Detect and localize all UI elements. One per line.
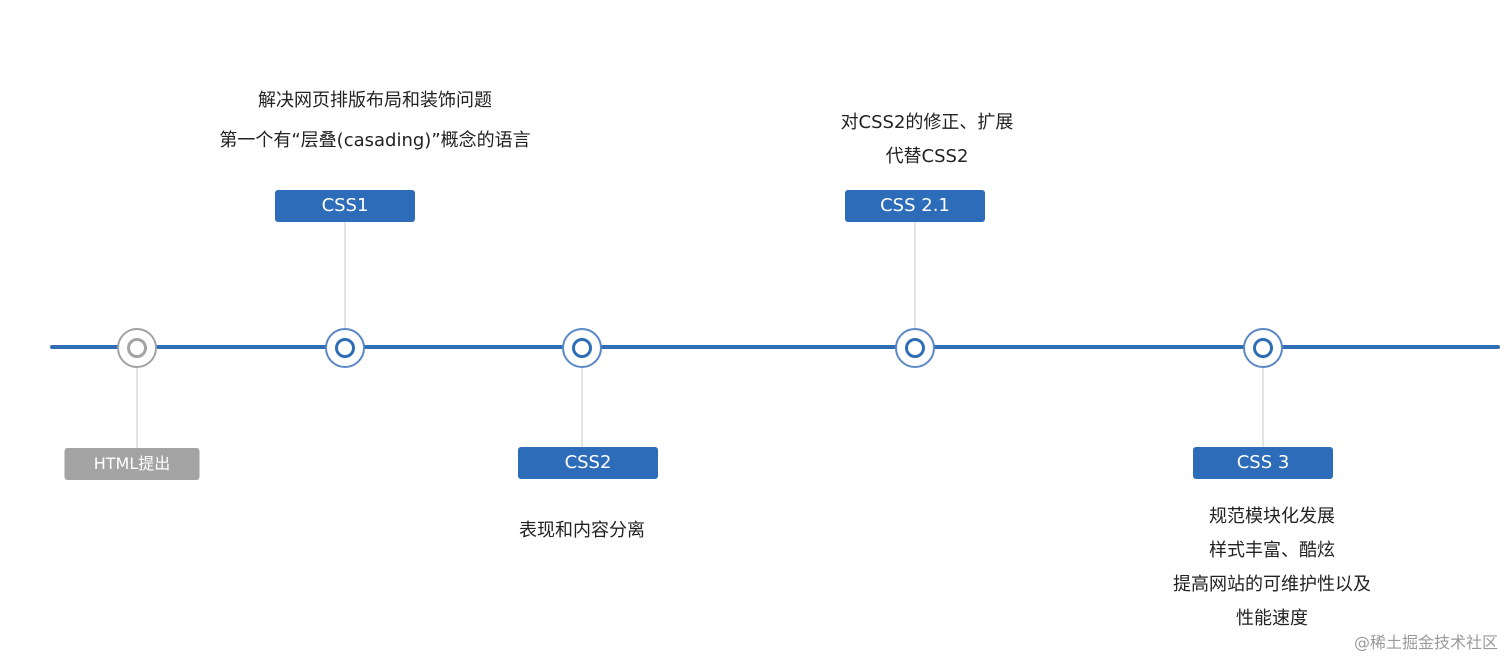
css3-description-line-4: 性能速度 — [1236, 608, 1308, 629]
timeline-axis — [50, 345, 1500, 349]
connector-css21 — [914, 222, 916, 328]
timeline-node-html-inner — [127, 338, 147, 358]
connector-html — [136, 368, 138, 448]
timeline-node-css1 — [325, 328, 365, 368]
css2-description-line-1: 表现和内容分离 — [519, 520, 645, 541]
css1-description-line-2: 第一个有“层叠(casading)”概念的语言 — [219, 130, 531, 151]
timeline-node-css3 — [1243, 328, 1283, 368]
css2-description: 表现和内容分离 — [519, 518, 645, 544]
css3-description: 规范模块化发展 样式丰富、酷炫 提高网站的可维护性以及 性能速度 — [1173, 504, 1371, 632]
milestone-label-html: HTML提出 — [64, 448, 200, 480]
timeline-node-css2 — [562, 328, 602, 368]
milestone-label-css1: CSS1 — [275, 190, 415, 222]
timeline-node-css1-inner — [335, 338, 355, 358]
css1-description-line-1: 解决网页排版布局和装饰问题 — [257, 90, 492, 111]
timeline-node-css21 — [895, 328, 935, 368]
css21-description: 对CSS2的修正、扩展 代替CSS2 — [841, 110, 1014, 170]
milestone-label-css2: CSS2 — [518, 447, 658, 479]
css1-description: 解决网页排版布局和装饰问题 第一个有“层叠(casading)”概念的语言 — [219, 88, 530, 154]
connector-css1 — [344, 222, 346, 328]
css3-description-line-3: 提高网站的可维护性以及 — [1173, 574, 1371, 595]
connector-css3 — [1262, 368, 1264, 448]
css21-description-line-2: 代替CSS2 — [885, 146, 969, 167]
connector-css2 — [581, 368, 583, 448]
milestone-label-css21: CSS 2.1 — [845, 190, 985, 222]
css3-description-line-1: 规范模块化发展 — [1209, 506, 1335, 527]
timeline-node-html — [117, 328, 157, 368]
timeline-node-css2-inner — [572, 338, 592, 358]
milestone-label-css3: CSS 3 — [1193, 447, 1333, 479]
timeline-node-css3-inner — [1253, 338, 1273, 358]
css3-description-line-2: 样式丰富、酷炫 — [1209, 540, 1335, 561]
css21-description-line-1: 对CSS2的修正、扩展 — [840, 112, 1014, 133]
watermark: @稀土掘金技术社区 — [1353, 633, 1498, 652]
timeline-node-css21-inner — [905, 338, 925, 358]
